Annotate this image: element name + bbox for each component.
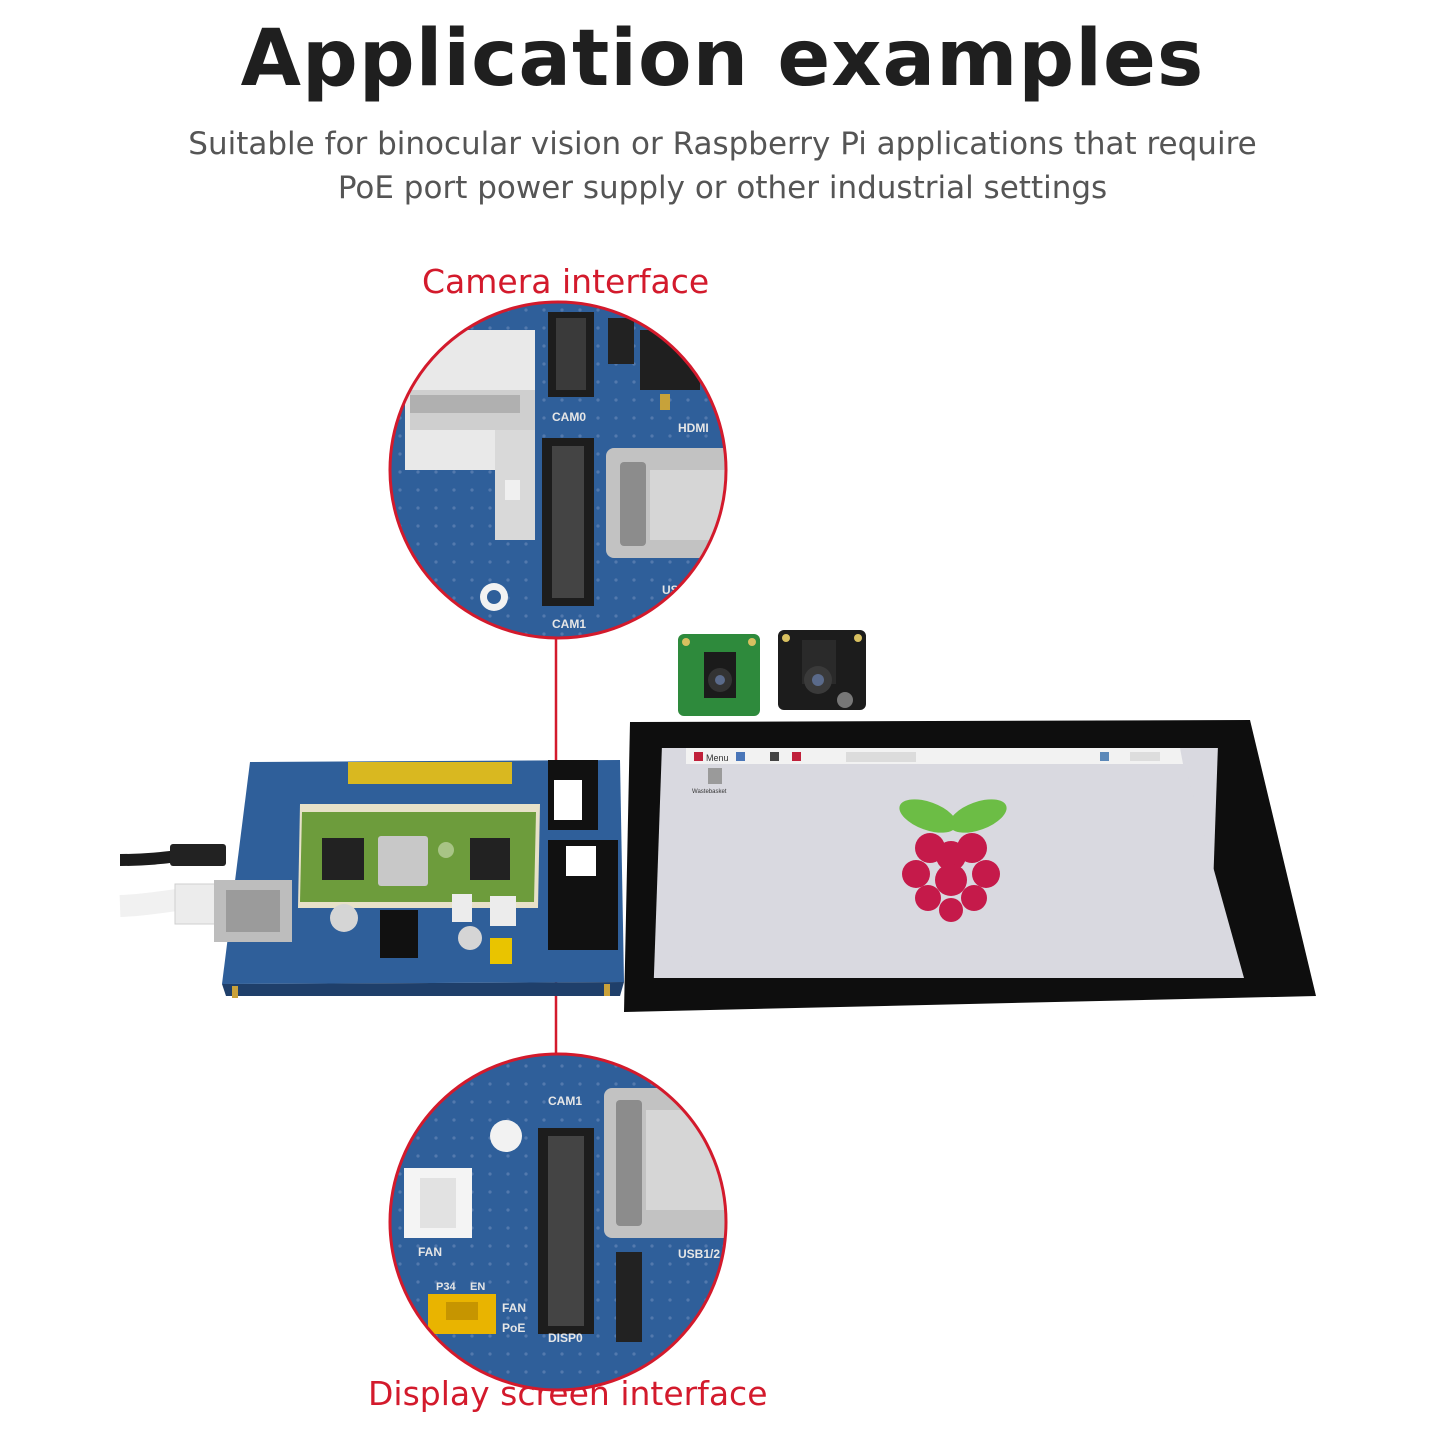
cables [119,844,226,925]
subtitle-line-1: Suitable for binocular vision or Raspber… [188,126,1257,162]
raspberry-pi-logo [899,799,1007,922]
display-screen: Menu Wastebasket [624,720,1316,1012]
app-icon [792,752,801,761]
camera-module-green [678,634,760,716]
poe-board [214,760,624,998]
page-subtitle: Suitable for binocular vision or Raspber… [0,122,1445,210]
network-icon [1100,752,1109,761]
page-title: Application examples [240,14,1205,104]
silk-fan: FAN [418,1245,442,1259]
silk-usb12: USB1/2 [678,1247,720,1261]
silk-hdmi: HDMI [678,421,709,435]
silk-p34: P34 [436,1281,456,1293]
silk-cam1: CAM1 [552,617,586,631]
silk-poe: PoE [502,1321,525,1335]
silk-cam1-bottom: CAM1 [548,1094,582,1108]
wastebasket-label: Wastebasket [692,789,727,795]
terminal-icon [770,752,779,761]
silk-cam0: CAM0 [552,410,586,424]
display-interface-magnifier: CAM1 FAN USB1/2 P34 EN FAN PoE DISP0 [388,1052,728,1392]
camera-interface-magnifier: CAM0 CAM1 HDMI US [388,300,728,640]
clock [1130,752,1160,761]
screen-menu: Menu [706,753,729,763]
silk-fan-2: FAN [502,1301,526,1315]
silk-disp0: DISP0 [548,1331,583,1345]
trash-icon [708,768,722,784]
subtitle-line-2: PoE port power supply or other industria… [337,170,1108,206]
taskbar-window [846,752,916,762]
browser-icon [736,752,745,761]
camera-interface-label: Camera interface [422,262,710,301]
raspberry-menu-icon [694,752,703,761]
silk-en: EN [470,1281,485,1293]
camera-module-black [778,630,866,710]
